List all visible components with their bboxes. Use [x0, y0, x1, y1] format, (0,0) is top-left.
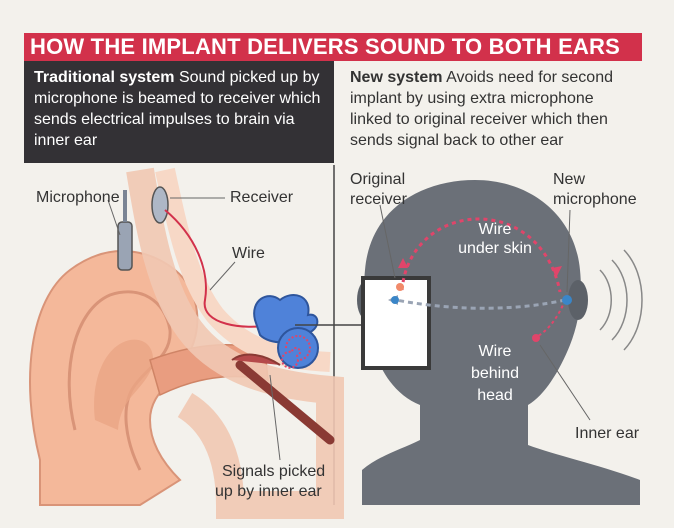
- signals-label-line2: up by inner ear: [215, 482, 322, 501]
- new-system-caption: New system Avoids need for second implan…: [342, 61, 642, 163]
- new-microphone-label-line1: New: [553, 170, 585, 189]
- original-receiver-label-line2: receiver: [350, 190, 407, 209]
- wire-behind-head-label-line1: Wire: [440, 342, 550, 361]
- wire-behind-head-label-line2: behind: [440, 364, 550, 383]
- receiver-label: Receiver: [230, 188, 293, 207]
- wire-label: Wire: [232, 244, 265, 263]
- wire-under-skin-label-line2: under skin: [440, 239, 550, 258]
- wire-under-skin-label-line1: Wire: [440, 220, 550, 239]
- new-system-heading: New system: [350, 69, 443, 86]
- inner-ear-label: Inner ear: [575, 424, 639, 443]
- ear-illustration: [30, 170, 370, 505]
- cochlea: [278, 328, 318, 368]
- original-receiver-dot: [396, 283, 404, 291]
- banner-title: HOW THE IMPLANT DELIVERS SOUND TO BOTH E…: [24, 33, 642, 61]
- zoom-box: [363, 278, 429, 368]
- original-receiver-label-line1: Original: [350, 170, 405, 189]
- inner-ear-dot: [532, 334, 540, 342]
- receiver-device: [152, 187, 168, 223]
- traditional-system-caption: Traditional system Sound picked up by mi…: [24, 61, 334, 163]
- new-microphone-dot: [562, 295, 572, 305]
- original-mic-dot: [391, 296, 399, 304]
- wire-behind-head-label-line3: head: [440, 386, 550, 405]
- microphone-device: [118, 222, 132, 270]
- signals-label-line1: Signals picked: [222, 462, 325, 481]
- traditional-system-heading: Traditional system: [34, 69, 175, 86]
- new-microphone-label-line2: microphone: [553, 190, 637, 209]
- microphone-label: Microphone: [36, 188, 120, 207]
